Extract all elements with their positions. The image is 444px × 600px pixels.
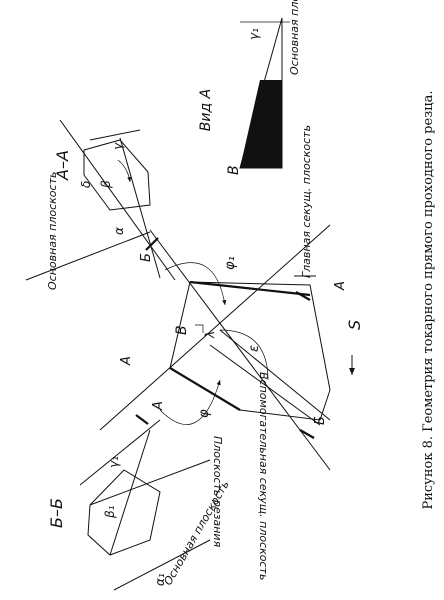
plan-point-b: В: [174, 325, 190, 335]
section-bb: Б–Б γ₁ β₁ α₁ Основная плоскость: [47, 419, 232, 591]
section-bb-title: Б–Б: [47, 498, 66, 528]
cutting-plane-label: Плоскость резания: [211, 436, 224, 548]
section-bb-angle-alpha1: α₁: [153, 573, 167, 586]
view-a: Вид А В γ₁ Основная плоскость: [198, 0, 301, 175]
view-a-title: Вид А: [198, 89, 214, 131]
view-a-angle: γ₁: [247, 28, 261, 40]
tool-tip-fill: [240, 80, 282, 168]
figure-caption: Рисунок 8. Геометрия токарного прямого п…: [421, 90, 436, 509]
marker-a-left: А: [119, 356, 134, 366]
section-bb-angle-gamma1: γ₁: [107, 456, 121, 468]
section-bb-hatch: [87, 469, 161, 556]
section-aa-plane-label: Основная плоскость: [46, 172, 59, 290]
marker-b-right: Б: [313, 416, 328, 425]
aux-plane-label: Вспомогательная секущ. плоскость: [257, 372, 270, 580]
section-aa: А–А γ δ β α Основная плоскость: [25, 119, 176, 290]
section-aa-angle-gamma: γ: [111, 142, 125, 150]
section-aa-title: А–А: [53, 150, 72, 181]
plan-angle-lambda: λ: [203, 331, 217, 339]
marker-a-right: А: [333, 281, 348, 291]
section-aa-angle-alpha: α: [112, 227, 126, 235]
section-aa-angle-beta: β: [99, 180, 113, 189]
plan-angle-phi: φ: [197, 409, 212, 418]
section-aa-hatch: [83, 139, 151, 211]
section-bb-angle-beta1: β₁: [103, 505, 117, 519]
plan-angle-eps: ε: [247, 345, 262, 352]
marker-b-top: Б: [139, 253, 154, 262]
marker-a-left2: А: [151, 401, 166, 411]
plan-angle-phi1: φ₁: [223, 256, 238, 270]
plan-view: В φ₁ ε λ φ Б А А А Б Главная секущ. плос…: [99, 125, 364, 580]
section-aa-angle-delta: δ: [79, 181, 93, 188]
feed-label: S: [345, 320, 364, 330]
view-a-plane-label: Основная плоскость: [288, 0, 301, 75]
main-plane-label: Главная секущ. плоскость: [300, 125, 313, 278]
view-a-point-label: В: [226, 165, 242, 175]
